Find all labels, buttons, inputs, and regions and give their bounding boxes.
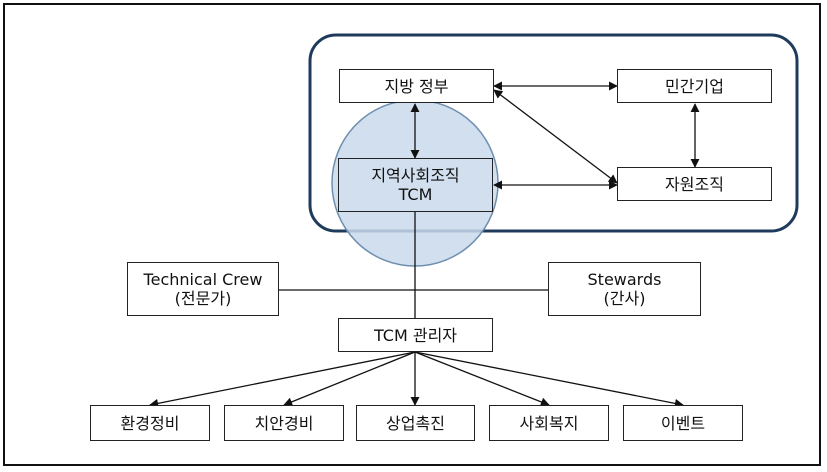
- community-org-label: 지역사회조직: [371, 166, 460, 185]
- security-maintenance-box: 치안경비: [224, 405, 344, 441]
- tcm-manager-box: TCM 관리자: [338, 318, 493, 352]
- arrow-gov-volunteer: [493, 89, 618, 184]
- community-org-box: 지역사회조직 TCM: [338, 158, 493, 212]
- event-box: 이벤트: [623, 405, 743, 441]
- local-government-box: 지방 정부: [339, 69, 494, 103]
- social-welfare-label: 사회복지: [519, 413, 579, 433]
- technical-crew-label: Technical Crew: [143, 270, 263, 289]
- env-maintenance-box: 환경정비: [90, 405, 210, 441]
- stewards-box: Stewards (간사): [548, 262, 701, 316]
- volunteer-org-box: 자원조직: [617, 167, 772, 201]
- arrow-manager-env: [149, 351, 416, 408]
- stewards-label: Stewards: [587, 270, 662, 289]
- commerce-promotion-label: 상업촉진: [386, 413, 445, 433]
- volunteer-org-label: 자원조직: [665, 174, 724, 194]
- stewards-sublabel: (간사): [603, 289, 646, 308]
- commerce-promotion-box: 상업촉진: [356, 405, 475, 441]
- arrow-manager-security: [283, 351, 416, 407]
- env-maintenance-label: 환경정비: [120, 413, 180, 433]
- tcm-manager-label: TCM 관리자: [373, 325, 458, 345]
- arrow-manager-welfare: [414, 351, 550, 407]
- private-business-box: 민간기업: [617, 69, 772, 103]
- community-org-sublabel: TCM: [398, 185, 433, 204]
- social-welfare-box: 사회복지: [489, 405, 609, 441]
- stakeholder-group-border: [308, 33, 799, 233]
- security-maintenance-label: 치안경비: [254, 413, 314, 433]
- private-business-label: 민간기업: [665, 76, 724, 96]
- local-government-label: 지방 정부: [384, 76, 449, 96]
- arrow-manager-event: [414, 351, 684, 408]
- technical-crew-sublabel: (전문가): [174, 289, 232, 308]
- technical-crew-box: Technical Crew (전문가): [127, 262, 279, 316]
- event-label: 이벤트: [660, 413, 706, 433]
